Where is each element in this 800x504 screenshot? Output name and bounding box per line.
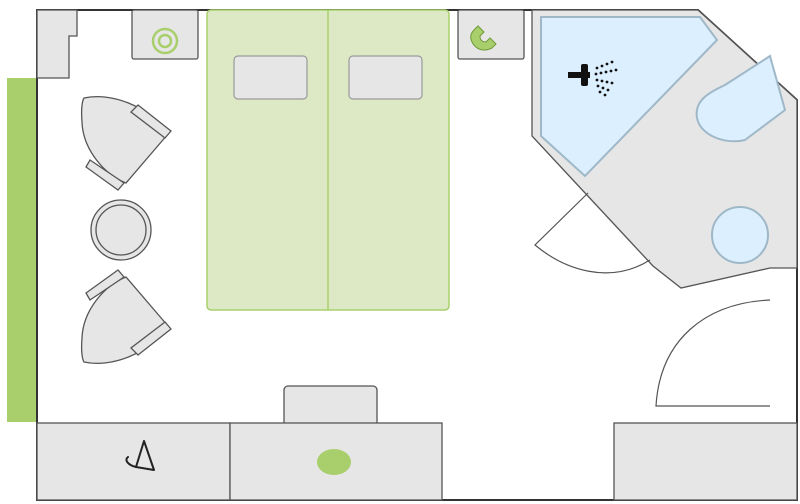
entry-cabinet xyxy=(613,422,798,501)
window xyxy=(7,78,37,422)
entry-door xyxy=(655,299,771,407)
shower-icon xyxy=(568,60,618,97)
lamp-icon xyxy=(151,27,179,55)
corner-closet xyxy=(36,9,78,79)
round-table xyxy=(90,199,152,261)
armchair-bottom xyxy=(80,269,172,364)
sink xyxy=(711,206,769,264)
right-nightstand xyxy=(457,9,525,60)
armchair-top xyxy=(80,96,172,191)
wardrobe xyxy=(36,422,231,501)
phone-icon xyxy=(470,25,497,51)
shower-area xyxy=(540,16,719,178)
right-pillow xyxy=(348,55,423,100)
bathroom-door xyxy=(534,192,651,274)
toilet xyxy=(695,54,787,143)
safe-icon xyxy=(317,449,351,475)
left-pillow xyxy=(233,55,308,100)
desk-stool xyxy=(283,385,378,427)
hanger-icon xyxy=(125,440,155,471)
